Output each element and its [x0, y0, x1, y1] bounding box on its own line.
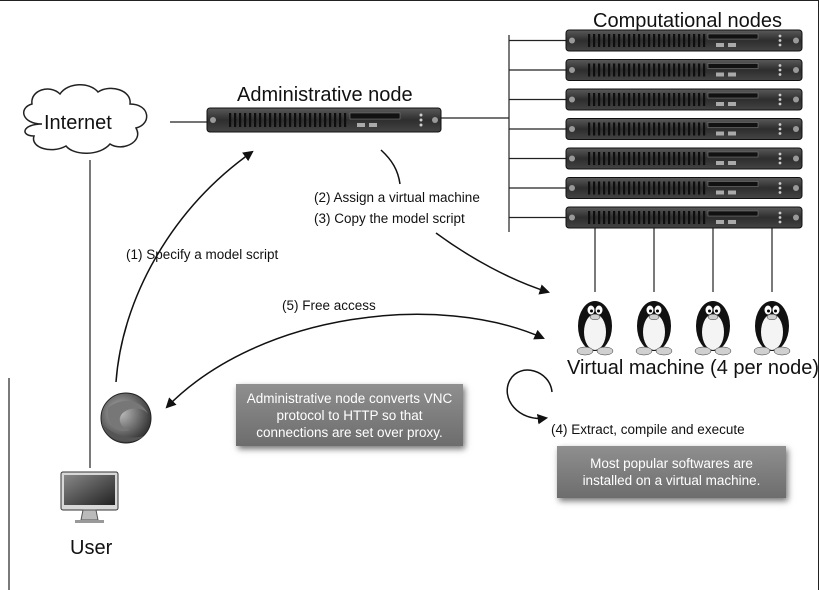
rack-server-icon — [565, 147, 803, 170]
arrow-step3 — [435, 232, 551, 295]
arrow-step1 — [115, 150, 254, 383]
admin-node-label: Administrative node — [237, 84, 413, 106]
step5-label: (5) Free access — [282, 298, 376, 313]
rack-server-icon — [565, 59, 803, 81]
arrows — [115, 149, 553, 425]
admin-server-icon — [206, 107, 442, 133]
desktop-monitor-icon — [60, 471, 119, 523]
computational-servers — [565, 29, 803, 229]
rack-server-icon — [565, 206, 803, 229]
vm-drop-lines — [594, 228, 773, 292]
arrow-step4-loop — [506, 369, 553, 425]
virtual-machines — [576, 301, 791, 356]
penguin-icon — [576, 301, 614, 356]
connection-lines — [8, 35, 773, 590]
penguin-icon — [694, 301, 732, 356]
browser-globe-icon — [100, 392, 152, 444]
rack-server-icon — [565, 29, 803, 52]
rack-server-icon — [565, 118, 803, 140]
step2-label: (2) Assign a virtual machine — [314, 190, 480, 205]
rack-server-icon — [565, 177, 803, 199]
penguin-icon — [635, 301, 673, 356]
penguin-icon — [753, 301, 791, 356]
virtual-machine-label: Virtual machine (4 per node) — [567, 357, 819, 379]
internet-label: Internet — [44, 112, 112, 134]
step4-label: (4) Extract, compile and execute — [551, 422, 745, 437]
arrow-assign-tick — [380, 149, 401, 185]
arrow-step5 — [165, 313, 545, 409]
proxy-note-box: Administrative node converts VNC protoco… — [236, 384, 463, 446]
bus-branches — [509, 39, 566, 219]
software-note-box: Most popular softwares are installed on … — [557, 446, 786, 498]
computational-nodes-label: Computational nodes — [593, 10, 783, 32]
step1-label: (1) Specify a model script — [126, 247, 279, 262]
step3-label: (3) Copy the model script — [314, 211, 465, 226]
rack-server-icon — [565, 88, 803, 111]
user-label: User — [70, 537, 113, 559]
cloud-icon — [22, 84, 148, 154]
